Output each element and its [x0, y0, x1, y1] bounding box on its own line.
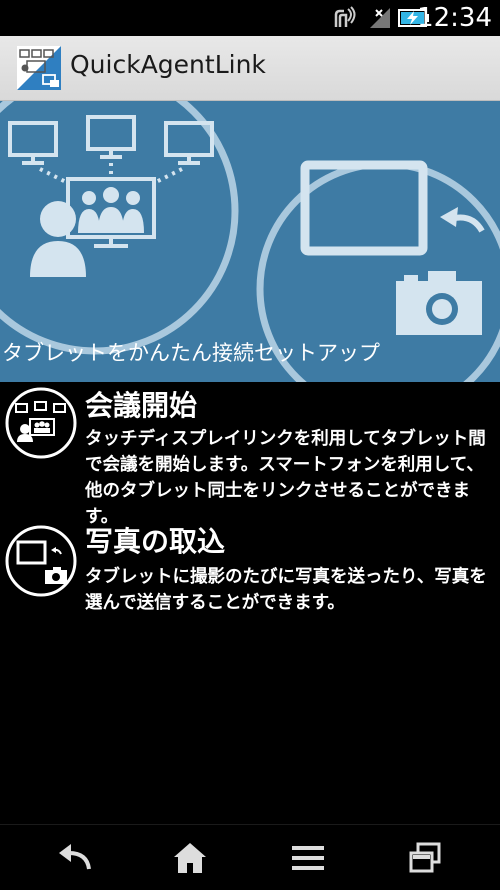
action-bar: QuickAgentLink [0, 36, 500, 101]
menu-item-description: タブレットに撮影のたびに写真を送ったり、写真を選んで送信することができます。 [85, 567, 487, 613]
banner-caption: タブレットをかんたん接続セットアップ [2, 341, 380, 365]
menu-item-title: 写真の取込 [85, 525, 226, 558]
menu-item-meeting-start[interactable]: 会議開始 タッチディスプレイリンクを利用してタブレット間で会議を開始します。スマ… [0, 384, 500, 527]
photo-import-icon [5, 525, 77, 597]
nfc-icon [334, 6, 356, 27]
back-icon [59, 843, 91, 869]
menu-button[interactable] [248, 825, 368, 890]
menu-item-title: 会議開始 [85, 389, 198, 422]
banner-illustration [0, 101, 500, 382]
setup-banner[interactable]: タブレットをかんたん接続セットアップ [0, 101, 500, 382]
menu-item-description: タッチディスプレイリンクを利用してタブレット間で会議を開始します。スマートフォン… [85, 429, 486, 527]
no-signal-icon [370, 8, 390, 28]
recent-apps-icon [409, 842, 441, 872]
back-button[interactable] [15, 825, 135, 890]
app-title: QuickAgentLink [70, 50, 266, 79]
meeting-icon [5, 387, 77, 459]
banner-left-circle [0, 101, 239, 355]
menu-item-photo-import[interactable]: 写真の取込 タブレットに撮影のたびに写真を送ったり、写真を選んで送信することがで… [0, 520, 500, 620]
recent-apps-button[interactable] [365, 825, 485, 890]
battery-charging-icon [398, 9, 429, 27]
menu-icon [292, 845, 324, 870]
app-logo-icon[interactable] [17, 46, 61, 90]
home-button[interactable] [130, 825, 250, 890]
navigation-bar [0, 824, 500, 890]
home-icon [174, 842, 206, 873]
status-time: 12:34 [417, 3, 492, 33]
status-bar: 12:34 [0, 0, 500, 36]
photo-transfer-icon [300, 160, 485, 335]
